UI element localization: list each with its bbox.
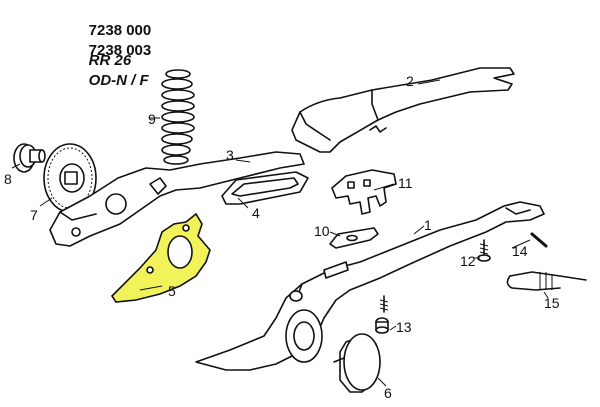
part-12-screw xyxy=(477,239,491,262)
header-line-1: 7238 000 RR 26 xyxy=(72,8,152,83)
part-10-plate xyxy=(329,227,379,249)
header-model-2: OD-N / F xyxy=(88,72,149,89)
callout-1: 1 xyxy=(424,217,432,233)
header-model-1: RR 26 xyxy=(88,52,132,69)
part-8-bushing xyxy=(13,143,46,173)
part-4-strip xyxy=(221,171,309,205)
callout-14: 14 xyxy=(512,243,528,259)
part-9-bellows xyxy=(161,69,195,165)
part-1-lower-lever xyxy=(195,201,545,371)
callout-12: 12 xyxy=(460,253,476,269)
callout-9: 9 xyxy=(148,111,156,127)
header-line-2: 7238 003 OD-N / F xyxy=(72,28,152,103)
part-6-knob xyxy=(333,333,381,393)
callout-10: 10 xyxy=(314,223,330,239)
callout-5: 5 xyxy=(168,283,176,299)
part-7-toothed-disc xyxy=(43,143,97,213)
part-5-cam-plate xyxy=(110,212,211,303)
leader-lines xyxy=(11,79,549,387)
part-15-spring xyxy=(506,271,587,291)
part-13-screw xyxy=(375,295,389,334)
part-2-upper-lever xyxy=(291,67,515,153)
header-code-2: 7238 003 xyxy=(88,42,152,59)
callout-15: 15 xyxy=(544,295,560,311)
part-11-bracket xyxy=(331,169,397,215)
callout-3: 3 xyxy=(226,147,234,163)
header-code-1: 7238 000 xyxy=(88,22,152,39)
callout-2: 2 xyxy=(406,73,414,89)
callout-6: 6 xyxy=(384,385,392,401)
part-3-middle-lever xyxy=(49,151,305,247)
callout-11: 11 xyxy=(398,175,413,191)
callout-4: 4 xyxy=(252,205,260,221)
part-14-pin xyxy=(530,232,548,248)
callout-8: 8 xyxy=(4,171,12,187)
callout-7: 7 xyxy=(30,207,38,223)
callout-13: 13 xyxy=(396,319,412,335)
